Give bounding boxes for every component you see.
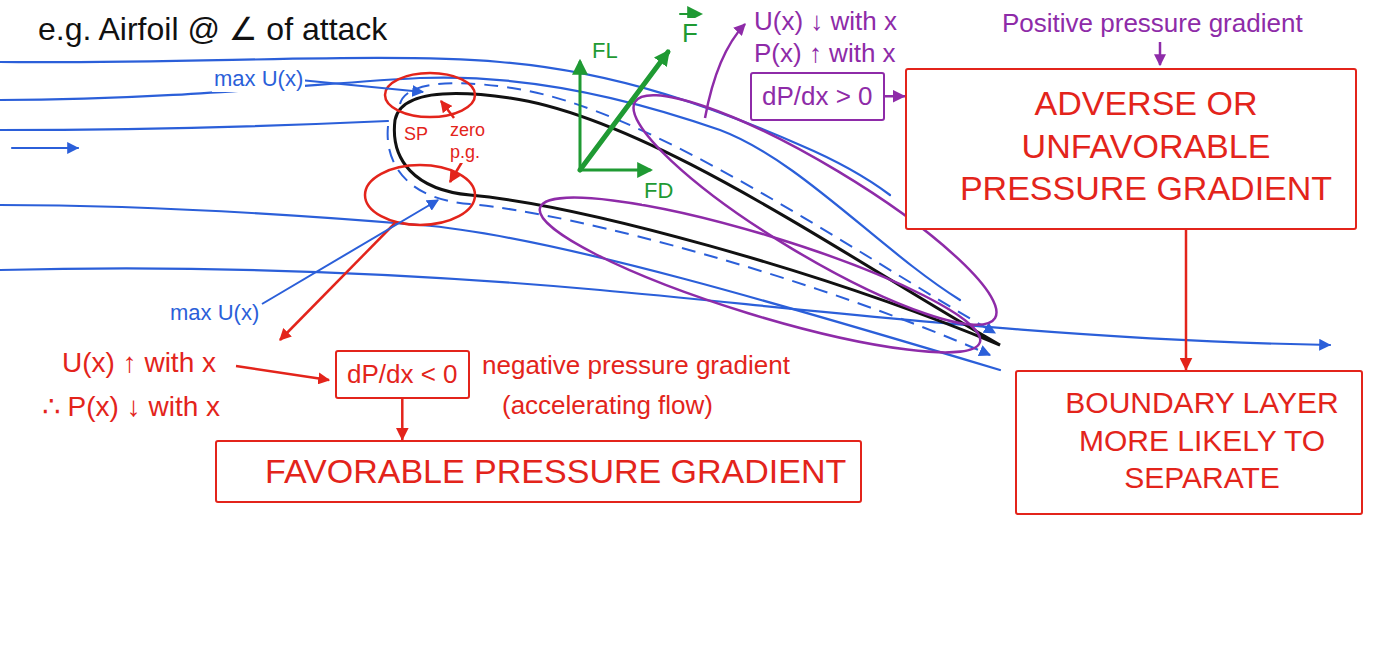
region-ellipse — [385, 73, 475, 117]
concept-box: ADVERSE OR UNFAVORABLE PRESSURE GRADIENT — [905, 68, 1357, 230]
region-ellipse — [365, 165, 475, 225]
drag-vector — [580, 169, 650, 172]
force-label: FD — [642, 178, 675, 204]
streamline-arrow — [12, 147, 78, 149]
gradient-note: zero p.g. — [448, 120, 497, 163]
trend-note: ∴ P(x) ↓ with x — [40, 390, 222, 424]
flow-arrow — [1185, 230, 1188, 371]
vector-overarrow — [680, 13, 700, 15]
velocity-note: max U(x) — [212, 66, 305, 92]
flow-arrow — [885, 95, 905, 98]
streamline — [0, 268, 1330, 345]
gradient-note: negative pressure gradient — [480, 350, 792, 381]
box-text: ADVERSE OR UNFAVORABLE PRESSURE GRADIENT — [951, 82, 1341, 210]
leader-arrow — [705, 24, 745, 118]
trend-note: P(x) ↑ with x — [752, 38, 898, 69]
leader-arrow — [1159, 42, 1162, 65]
condition-box: dP/dx > 0 — [750, 72, 885, 121]
leader-arrow — [280, 223, 395, 340]
box-text: dP/dx > 0 — [762, 80, 873, 113]
leader-arrow — [262, 200, 438, 304]
leader-arrow — [441, 101, 454, 118]
velocity-note: max U(x) — [168, 300, 261, 326]
condition-box: dP/dx < 0 — [335, 350, 470, 399]
consequence-box: BOUNDARY LAYER MORE LIKELY TO SEPARATE — [1015, 370, 1363, 515]
leader-arrow — [236, 366, 329, 380]
leader-arrow — [300, 80, 423, 92]
force-label: FL — [590, 38, 620, 64]
point-label: SP — [402, 124, 430, 146]
trend-note: U(x) ↑ with x — [60, 346, 218, 380]
box-text: BOUNDARY LAYER MORE LIKELY TO SEPARATE — [1057, 384, 1347, 497]
flow-arrow — [401, 399, 404, 441]
streamline — [0, 78, 960, 300]
lift-vector — [579, 62, 582, 170]
force-vector — [580, 52, 668, 170]
trend-note: U(x) ↓ with x — [752, 6, 899, 37]
page-title: e.g. Airfoil @ ∠ of attack — [36, 10, 389, 48]
force-label: F — [680, 18, 700, 49]
concept-box: FAVORABLE PRESSURE GRADIENT — [215, 440, 862, 503]
gradient-note: Positive pressure gradient — [1000, 8, 1305, 39]
streamline — [0, 121, 388, 130]
leader-arrow — [450, 162, 462, 182]
box-text: FAVORABLE PRESSURE GRADIENT — [265, 450, 846, 493]
box-text: dP/dx < 0 — [347, 358, 458, 391]
gradient-note: (accelerating flow) — [500, 390, 715, 421]
